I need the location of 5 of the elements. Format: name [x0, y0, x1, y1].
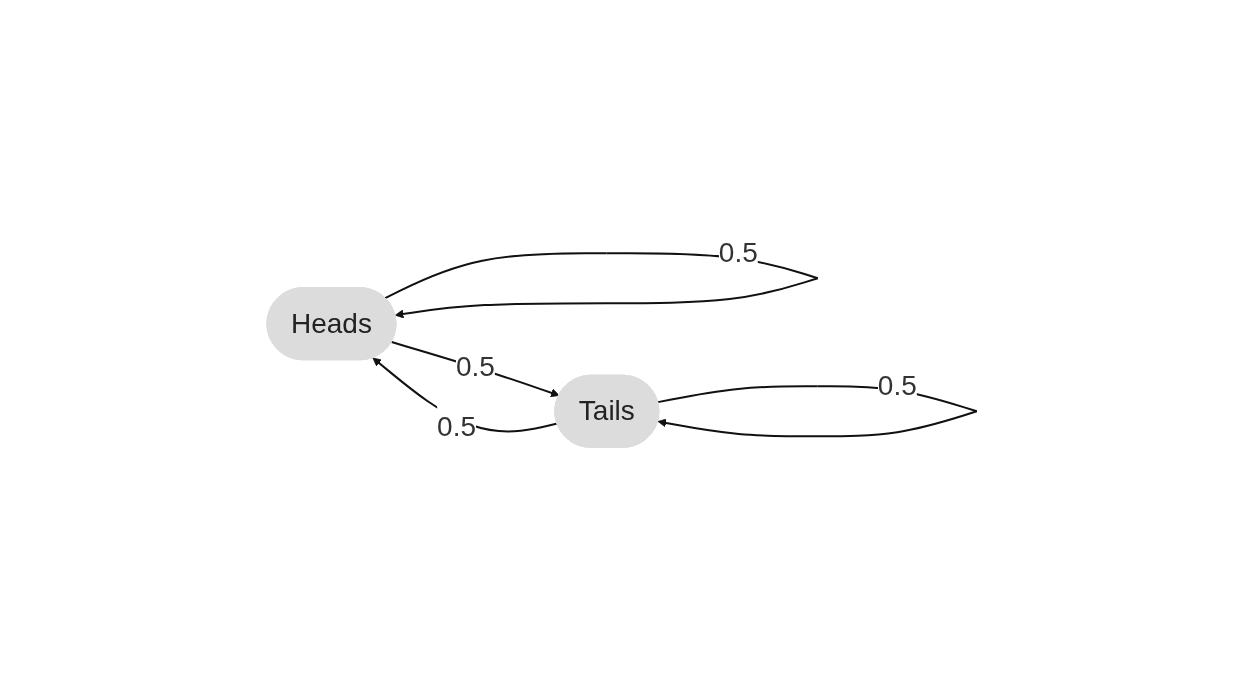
arrow — [390, 341, 560, 398]
edge-label: 0.5 — [455, 350, 495, 382]
edge-label: 0.5 — [718, 237, 758, 269]
edge-label: 0.5 — [877, 370, 917, 402]
edge-label: 0.5 — [436, 410, 476, 442]
